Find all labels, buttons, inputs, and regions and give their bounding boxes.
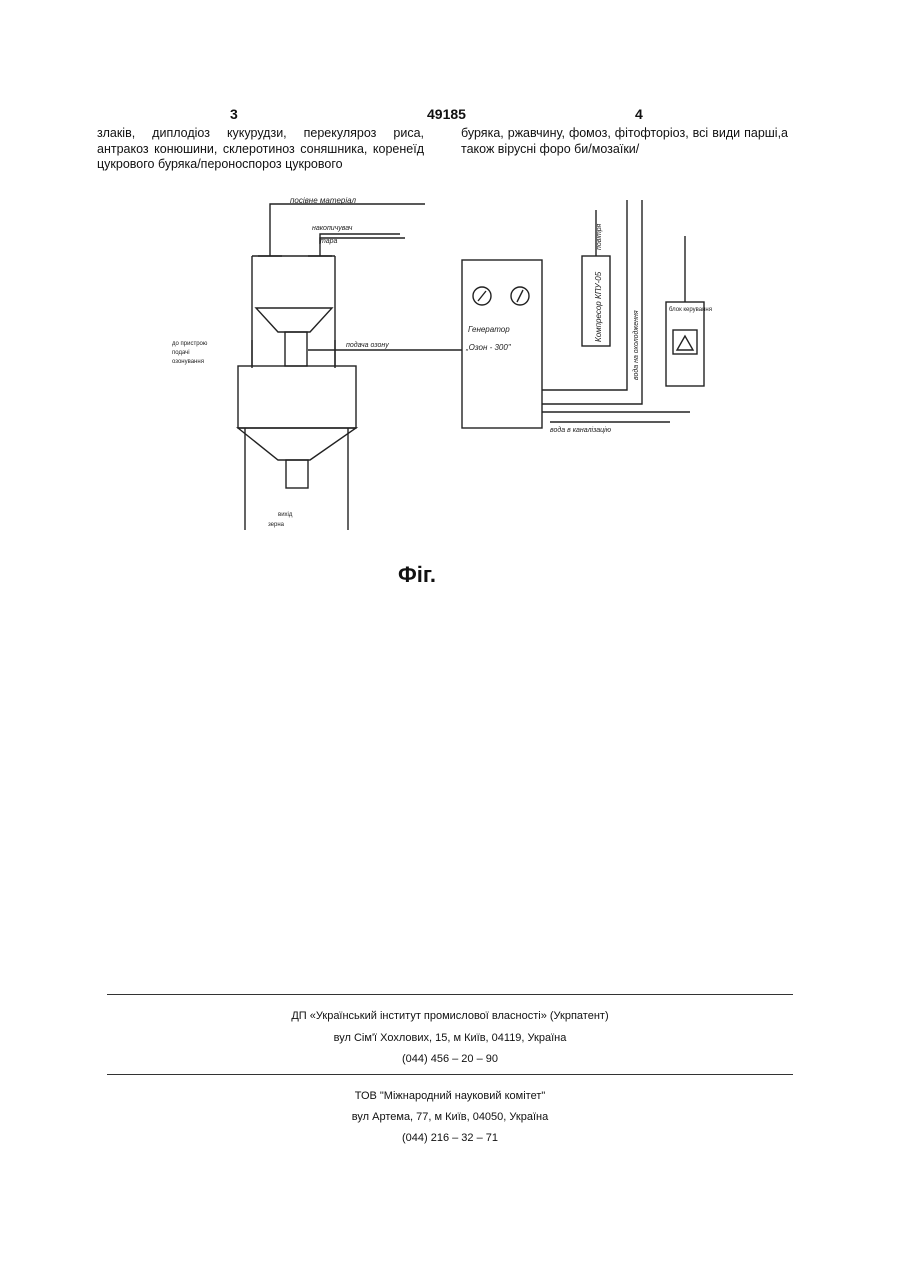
- upper-hopper: [252, 256, 335, 368]
- text-column-left: злаків, диплодіоз кукурудзи, перекуляроз…: [97, 126, 424, 173]
- footer-divider-middle: [107, 1074, 793, 1075]
- water-lines: [542, 200, 690, 422]
- label-generator-model: „Озон - 300": [465, 343, 512, 352]
- label-air: повітря: [595, 223, 603, 250]
- footer-org2-phone: (044) 216 – 32 – 71: [107, 1132, 793, 1144]
- apparatus-diagram: посівне матеріал накопичувач тара до при…: [170, 190, 730, 550]
- label-generator-title: Генератор: [468, 325, 510, 334]
- label-ozone-line: подача озону: [346, 341, 389, 349]
- footer-org2-name: ТОВ "Міжнародний науковий комітет": [107, 1090, 793, 1102]
- footer-org1-address: вул Сім'ї Хохлових, 15, м Київ, 04119, У…: [107, 1032, 793, 1044]
- footer-org1-phone: (044) 456 – 20 – 90: [107, 1053, 793, 1065]
- main-chamber: [238, 340, 356, 530]
- label-top-inlet-2: накопичувач: [312, 225, 353, 232]
- label-top-inlet-3: тара: [320, 238, 338, 245]
- label-top-inlet-1: посівне матеріал: [290, 196, 357, 205]
- footer-divider-top: [107, 994, 793, 995]
- control-block: [666, 302, 704, 386]
- page-number-left: 3: [230, 106, 238, 122]
- label-outlet-1: вихід: [278, 512, 293, 518]
- label-control-block: блок керування: [669, 307, 712, 313]
- label-water-drain: вода в каналізацію: [550, 426, 612, 434]
- text-column-right: буряка, ржавчину, фомоз, фітофторіоз, вс…: [461, 126, 788, 157]
- warning-triangle-icon: [677, 336, 693, 350]
- label-cooling-water: вода на охолодження: [632, 310, 640, 380]
- label-left-2: подачі: [172, 350, 190, 356]
- label-outlet-2: зерна: [268, 522, 285, 528]
- label-compressor: Компресор КПУ-05: [594, 271, 603, 342]
- footer-org1-name: ДП «Український інститут промислової вла…: [107, 1010, 793, 1022]
- figure-caption: Фіг.: [398, 562, 436, 588]
- patent-number: 49185: [427, 106, 466, 122]
- page-number-right: 4: [635, 106, 643, 122]
- footer-org2-address: вул Артема, 77, м Київ, 04050, Україна: [107, 1111, 793, 1123]
- label-left-1: до пристрою: [172, 341, 208, 347]
- label-left-3: озонування: [172, 359, 204, 365]
